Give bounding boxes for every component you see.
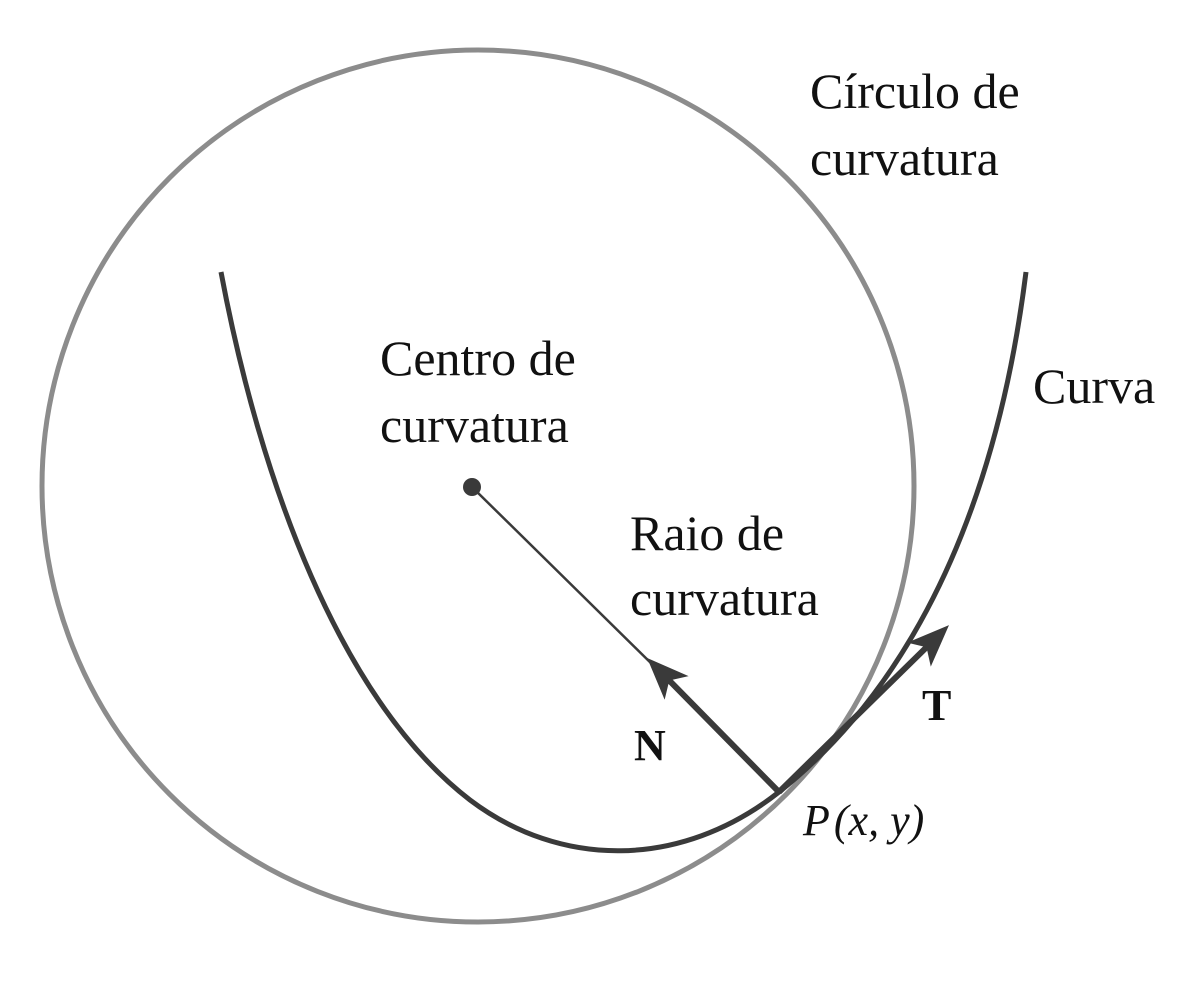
label-center-line1: Centro de <box>380 330 576 386</box>
label-point-P: P(x, y) <box>802 796 924 845</box>
label-point-coords: (x, y) <box>834 796 924 845</box>
curve <box>218 271 1029 854</box>
center-point <box>463 478 481 496</box>
label-center-line2: curvatura <box>380 397 569 453</box>
label-radius-line1: Raio de <box>630 505 784 561</box>
tangent-vector-arrow <box>776 625 949 795</box>
label-circle-line1: Círculo de <box>810 63 1020 119</box>
label-radius-line2: curvatura <box>630 570 819 626</box>
label-normal-N: N <box>634 721 666 770</box>
normal-vector-arrow <box>647 658 782 795</box>
label-point-P-letter: P <box>802 796 830 845</box>
circle-of-curvature <box>39 47 917 925</box>
label-curve: Curva <box>1033 358 1155 414</box>
label-circle-line2: curvatura <box>810 130 999 186</box>
label-tangent-T: T <box>922 681 951 730</box>
radius-line <box>471 486 661 673</box>
